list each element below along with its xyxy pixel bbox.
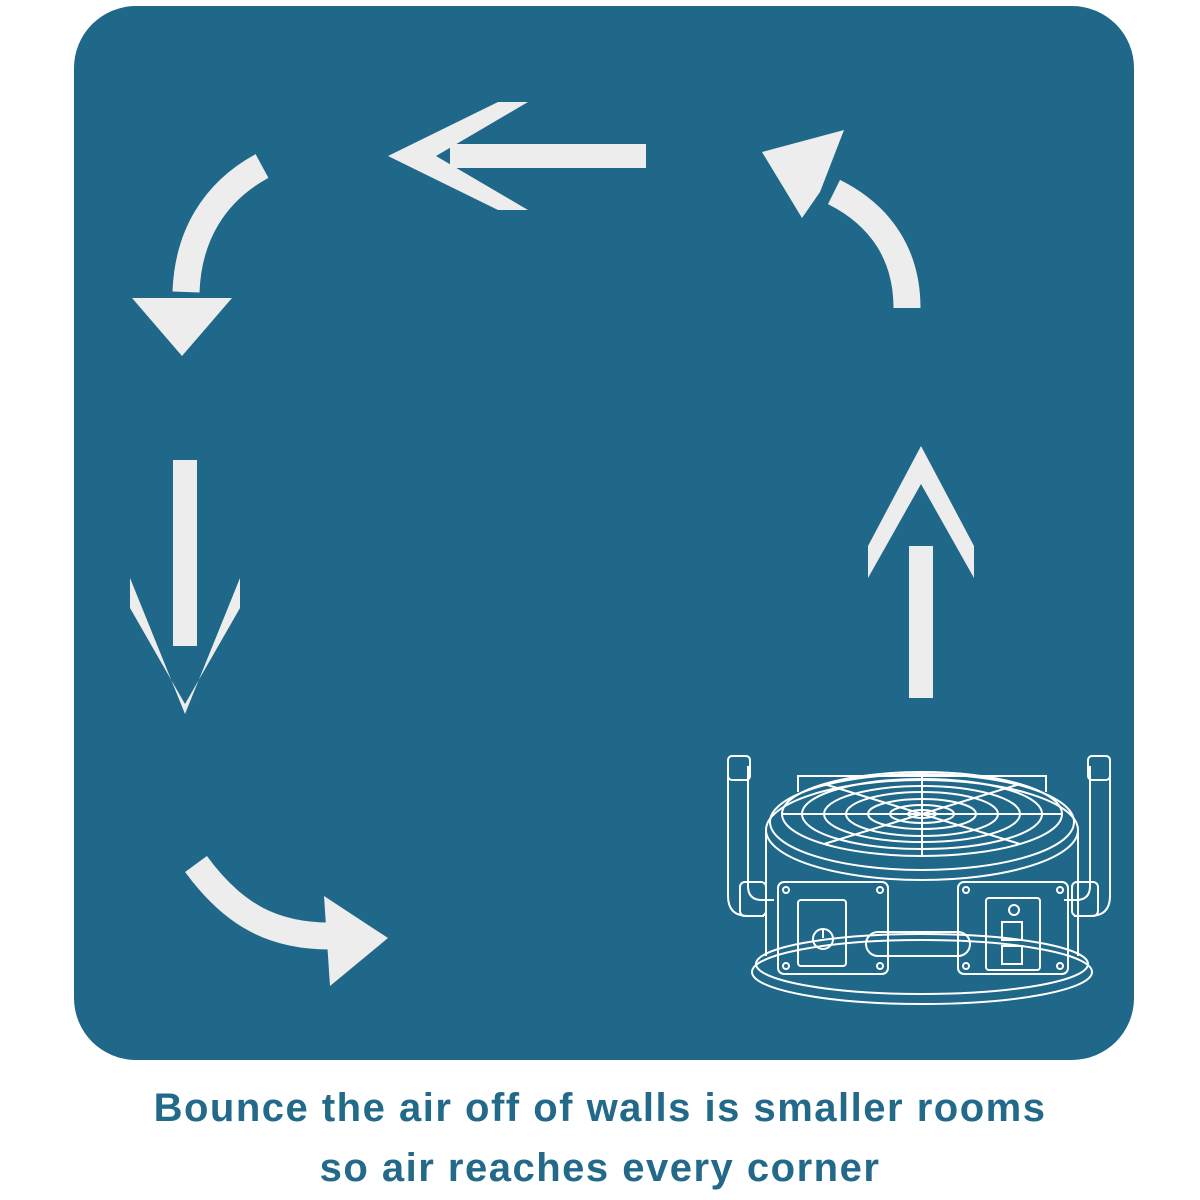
air-mover-fan-illustration (727, 755, 1111, 1005)
caption-line-2: so air reaches every corner (319, 1146, 881, 1190)
caption-line-1: Bounce the air off of walls is smaller r… (153, 1086, 1047, 1130)
arrow-down-icon (130, 460, 240, 714)
arrow-up-icon (868, 446, 974, 698)
arrow-curve-top-right-icon (762, 130, 921, 309)
arrow-curve-top-left-icon (132, 154, 269, 356)
airflow-panel (74, 6, 1134, 1060)
arrow-curve-bottom-left-icon (185, 855, 388, 986)
arrow-left-icon (388, 102, 646, 210)
airflow-diagram (74, 6, 1134, 1060)
